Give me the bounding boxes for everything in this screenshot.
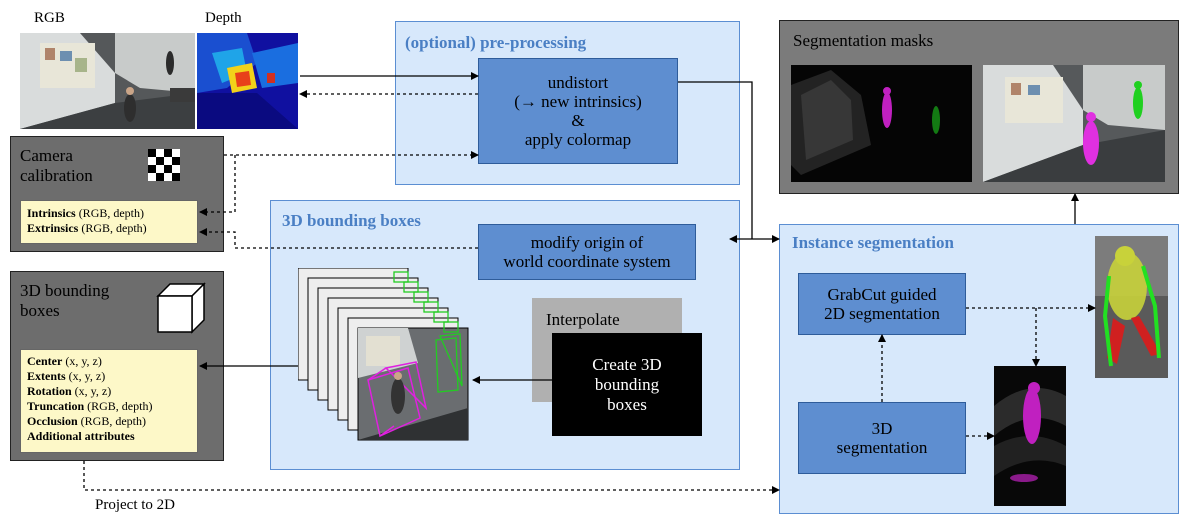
attr-truncation: Truncation (RGB, depth) <box>27 399 153 413</box>
attr-rotation: Rotation (x, y, z) <box>27 384 112 398</box>
depth-mask-image <box>791 65 972 182</box>
cube-icon <box>156 282 206 334</box>
calibration-note: Intrinsics (RGB, depth) Extrinsics (RGB,… <box>20 200 198 244</box>
rgb-mask-image <box>983 65 1165 182</box>
attr-occlusion: Occlusion (RGB, depth) <box>27 414 146 428</box>
intrinsics-item: Intrinsics (RGB, depth) <box>27 206 145 220</box>
project-to-2d-label: Project to 2D <box>95 497 175 513</box>
depth-label: Depth <box>205 10 242 26</box>
attr-additional: Additional attributes <box>27 429 135 443</box>
person-2d-mask-image <box>1095 236 1168 378</box>
depth-image <box>197 33 298 129</box>
instance-segmentation-title: Instance segmentation <box>792 233 954 252</box>
segmentation-masks-title: Segmentation masks <box>793 31 934 50</box>
modify-origin-box: modify origin of world coordinate system <box>478 224 696 280</box>
attr-center: Center (x, y, z) <box>27 354 102 368</box>
bbox-attributes-note: Center (x, y, z) Extents (x, y, z) Rotat… <box>20 349 198 453</box>
attr-extents: Extents (x, y, z) <box>27 369 106 383</box>
interpolate-label: Interpolate <box>546 310 620 329</box>
extrinsics-item: Extrinsics (RGB, depth) <box>27 221 147 235</box>
create-bbox-box: Create 3D bounding boxes <box>552 333 702 436</box>
undistort-box: undistort (→ new intrinsics) & apply col… <box>478 58 678 164</box>
segmentation-3d-box: 3D segmentation <box>798 402 966 474</box>
frame-stack-image <box>298 268 473 443</box>
checkerboard-icon <box>148 149 180 181</box>
preprocessing-title: (optional) pre-processing <box>405 33 587 52</box>
rgb-label: RGB <box>34 10 65 26</box>
camera-calibration-title: Camera calibration <box>20 146 93 185</box>
rgb-image <box>20 33 195 129</box>
person-3d-mask-image <box>994 366 1066 506</box>
grabcut-box: GrabCut guided 2D segmentation <box>798 273 966 335</box>
bbox-output-title: 3D bounding boxes <box>20 281 110 320</box>
bbox-panel-title: 3D bounding boxes <box>282 211 421 230</box>
